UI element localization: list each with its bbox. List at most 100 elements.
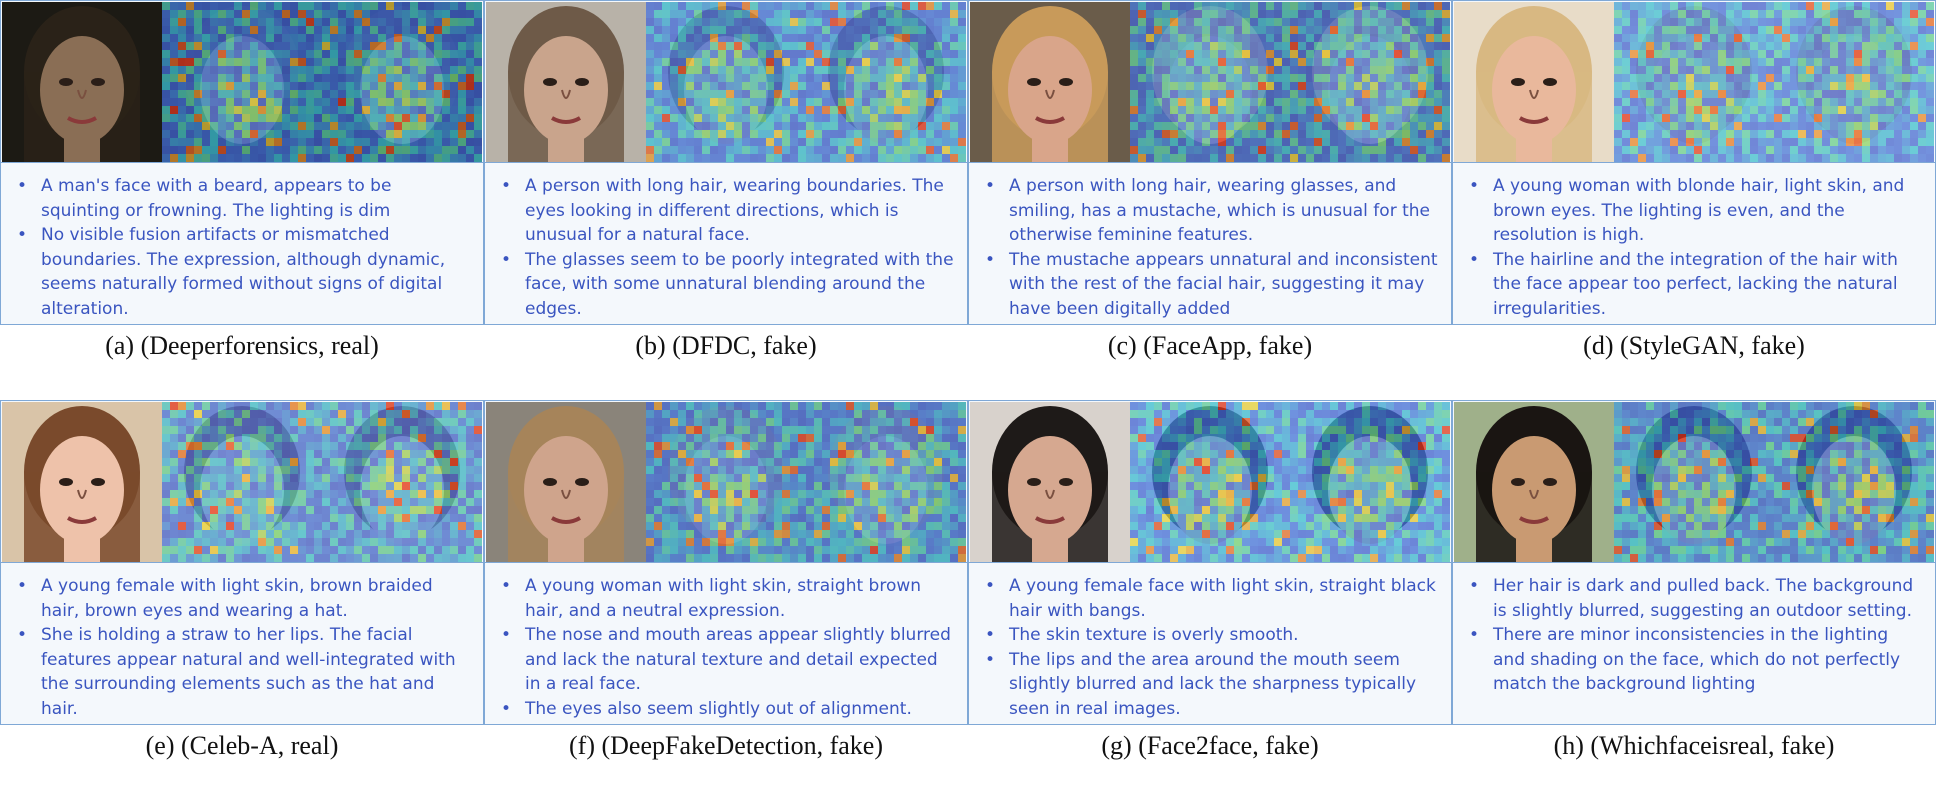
heatmap-image-1 bbox=[162, 2, 322, 162]
panel-card: A young woman with blonde hair, light sk… bbox=[1452, 0, 1936, 325]
face-photo bbox=[970, 2, 1130, 162]
attention-heatmap bbox=[162, 2, 322, 162]
panel-card: Her hair is dark and pulled back. The ba… bbox=[1452, 400, 1936, 725]
face-image bbox=[486, 402, 646, 562]
heatmap-image-1 bbox=[162, 402, 322, 562]
description-bullet: A young woman with light skin, straight … bbox=[501, 574, 957, 623]
face-photo bbox=[970, 402, 1130, 562]
image-strip bbox=[1454, 2, 1934, 162]
panel-caption: (b) (DFDC, fake) bbox=[635, 331, 817, 360]
description-list: A young female face with light skin, str… bbox=[969, 563, 1451, 721]
panel-caption: (c) (FaceApp, fake) bbox=[1107, 331, 1313, 360]
face-image bbox=[2, 402, 162, 562]
description-list: Her hair is dark and pulled back. The ba… bbox=[1453, 563, 1935, 697]
panel-card: A person with long hair, wearing glasses… bbox=[968, 0, 1452, 325]
image-strip bbox=[486, 2, 966, 162]
panel-caption: (e) (Celeb-A, real) bbox=[145, 731, 339, 760]
heatmap-image-1 bbox=[1614, 402, 1774, 562]
description-bullet: She is holding a straw to her lips. The … bbox=[17, 623, 473, 721]
description-list: A person with long hair, wearing boundar… bbox=[485, 163, 967, 321]
heatmap-image-2 bbox=[322, 2, 482, 162]
image-strip bbox=[486, 402, 966, 562]
attention-heatmap bbox=[1774, 2, 1934, 162]
attention-heatmap bbox=[1130, 402, 1290, 562]
heatmap-image-2 bbox=[1290, 402, 1450, 562]
description-bullet: No visible fusion artifacts or mismatche… bbox=[17, 223, 473, 321]
description-bullet: A young female with light skin, brown br… bbox=[17, 574, 473, 623]
description-bullet: A man's face with a beard, appears to be… bbox=[17, 174, 473, 223]
face-photo bbox=[2, 2, 162, 162]
heatmap-image-1 bbox=[1130, 402, 1290, 562]
face-image bbox=[1454, 2, 1614, 162]
panel-caption: (a) (Deeperforensics, real) bbox=[105, 331, 379, 360]
heatmap-image-2 bbox=[806, 2, 966, 162]
description-bullet: There are minor inconsistencies in the l… bbox=[1469, 623, 1925, 697]
panel-card: A person with long hair, wearing boundar… bbox=[484, 0, 968, 325]
heatmap-image-2 bbox=[806, 402, 966, 562]
heatmap-image-2 bbox=[322, 402, 482, 562]
description-box: A young woman with blonde hair, light sk… bbox=[1453, 162, 1935, 324]
face-image bbox=[2, 2, 162, 162]
panel-card: A man's face with a beard, appears to be… bbox=[0, 0, 484, 325]
description-bullet: A young woman with blonde hair, light sk… bbox=[1469, 174, 1925, 248]
description-bullet: The hairline and the integration of the … bbox=[1469, 248, 1925, 322]
description-box: A man's face with a beard, appears to be… bbox=[1, 162, 483, 324]
description-list: A person with long hair, wearing glasses… bbox=[969, 163, 1451, 321]
image-strip bbox=[970, 402, 1450, 562]
description-bullet: A person with long hair, wearing glasses… bbox=[985, 174, 1441, 248]
heatmap-image-1 bbox=[1614, 2, 1774, 162]
attention-heatmap bbox=[322, 2, 482, 162]
attention-heatmap bbox=[1614, 402, 1774, 562]
attention-heatmap bbox=[1290, 402, 1450, 562]
panel-caption: (h) (Whichfaceisreal, fake) bbox=[1553, 731, 1835, 760]
panel-card: A young woman with light skin, straight … bbox=[484, 400, 968, 725]
attention-heatmap bbox=[1614, 2, 1774, 162]
description-box: A person with long hair, wearing boundar… bbox=[485, 162, 967, 324]
description-bullet: The eyes also seem slightly out of align… bbox=[501, 697, 957, 722]
description-bullet: The lips and the area around the mouth s… bbox=[985, 648, 1441, 722]
image-strip bbox=[970, 2, 1450, 162]
description-box: A young female with light skin, brown br… bbox=[1, 562, 483, 724]
attention-heatmap bbox=[1290, 2, 1450, 162]
description-bullet: Her hair is dark and pulled back. The ba… bbox=[1469, 574, 1925, 623]
description-box: Her hair is dark and pulled back. The ba… bbox=[1453, 562, 1935, 724]
face-image bbox=[970, 402, 1130, 562]
face-image bbox=[486, 2, 646, 162]
description-bullet: The glasses seem to be poorly integrated… bbox=[501, 248, 957, 322]
description-box: A young female face with light skin, str… bbox=[969, 562, 1451, 724]
attention-heatmap bbox=[646, 402, 806, 562]
heatmap-image-2 bbox=[1290, 2, 1450, 162]
heatmap-image-2 bbox=[1774, 402, 1934, 562]
heatmap-image-2 bbox=[1774, 2, 1934, 162]
description-bullet: The nose and mouth areas appear slightly… bbox=[501, 623, 957, 697]
attention-heatmap bbox=[806, 402, 966, 562]
attention-heatmap bbox=[162, 402, 322, 562]
attention-heatmap bbox=[1774, 402, 1934, 562]
attention-heatmap bbox=[322, 402, 482, 562]
face-photo bbox=[1454, 402, 1614, 562]
description-list: A man's face with a beard, appears to be… bbox=[1, 163, 483, 321]
face-photo bbox=[486, 402, 646, 562]
heatmap-image-1 bbox=[646, 402, 806, 562]
heatmap-image-1 bbox=[646, 2, 806, 162]
panel-caption: (g) (Face2face, fake) bbox=[1101, 731, 1319, 760]
panel-card: A young female with light skin, brown br… bbox=[0, 400, 484, 725]
face-photo bbox=[2, 402, 162, 562]
attention-heatmap bbox=[1130, 2, 1290, 162]
face-photo bbox=[486, 2, 646, 162]
description-list: A young woman with light skin, straight … bbox=[485, 563, 967, 721]
description-bullet: A person with long hair, wearing boundar… bbox=[501, 174, 957, 248]
description-list: A young female with light skin, brown br… bbox=[1, 563, 483, 721]
panel-caption: (d) (StyleGAN, fake) bbox=[1583, 331, 1805, 360]
description-box: A young woman with light skin, straight … bbox=[485, 562, 967, 724]
image-strip bbox=[2, 2, 482, 162]
face-image bbox=[970, 2, 1130, 162]
attention-heatmap bbox=[646, 2, 806, 162]
face-image bbox=[1454, 402, 1614, 562]
panel-caption: (f) (DeepFakeDetection, fake) bbox=[569, 731, 883, 760]
description-bullet: A young female face with light skin, str… bbox=[985, 574, 1441, 623]
description-bullet: The skin texture is overly smooth. bbox=[985, 623, 1441, 648]
attention-heatmap bbox=[806, 2, 966, 162]
description-list: A young woman with blonde hair, light sk… bbox=[1453, 163, 1935, 321]
heatmap-image-1 bbox=[1130, 2, 1290, 162]
